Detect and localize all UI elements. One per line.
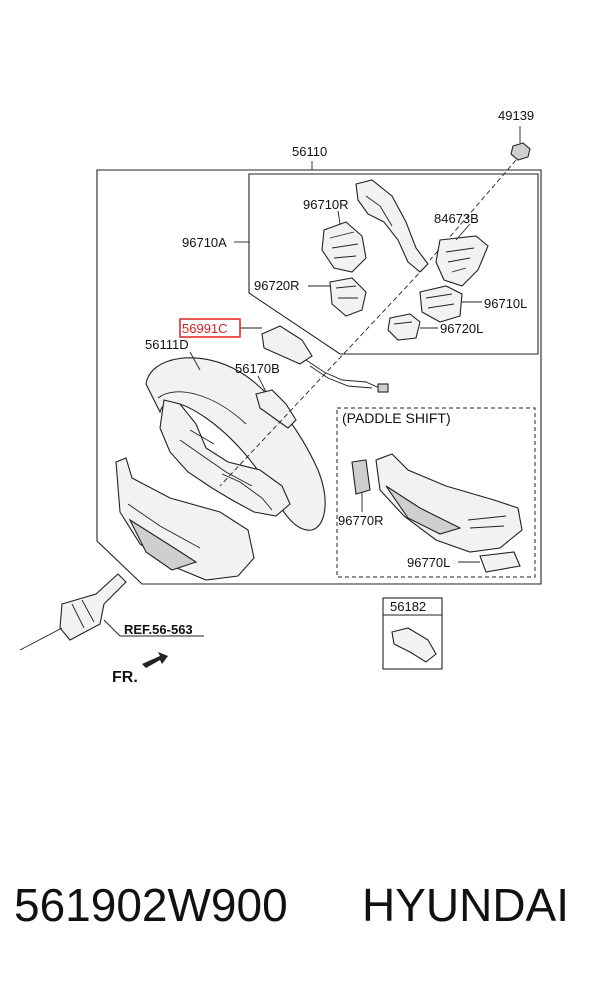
paddle-shift-frame (336, 407, 536, 578)
label-96720R: 96720R (254, 278, 300, 293)
assembly-frame (96, 169, 542, 585)
highlight-box-56991C (179, 318, 241, 338)
nut-49139 (429, 126, 531, 261)
part-number: 561902W900 (14, 879, 288, 931)
bracket-56170B (255, 375, 297, 429)
label-96710R: 96710R (303, 197, 349, 212)
switch-96720L (387, 313, 438, 341)
label-96770L: 96770L (407, 555, 450, 570)
label-49139: 49139 (498, 108, 534, 123)
paddle-shift-parts (351, 453, 523, 573)
label-56110: 56110 (292, 144, 327, 159)
switch-subframe (248, 173, 539, 355)
switch-96710R (321, 210, 367, 273)
switch-96710L (419, 285, 482, 323)
brand-name: HYUNDAI (362, 879, 570, 931)
label-96710L: 96710L (484, 296, 527, 311)
label-paddle-shift: (PADDLE SHIFT) (342, 410, 451, 426)
front-arrow-icon (142, 652, 168, 668)
label-56111D: 56111D (145, 337, 189, 352)
label-96710A: 96710A (182, 235, 227, 250)
label-fr: FR. (112, 669, 138, 686)
label-56991C: 56991C (182, 321, 228, 336)
part-56182-box (382, 597, 443, 670)
label-84673B: 84673B (434, 211, 479, 226)
label-ref: REF.56-563 (124, 622, 193, 637)
wiring-harness-56991C (240, 325, 389, 393)
label-56182: 56182 (390, 599, 426, 614)
switch-housing (355, 179, 489, 287)
switch-96720R (308, 277, 367, 317)
steering-wheel-56111D (145, 351, 326, 531)
clip-56182 (391, 627, 437, 663)
label-56170B: 56170B (235, 361, 280, 376)
label-96770R: 96770R (338, 513, 384, 528)
label-96720L: 96720L (440, 321, 483, 336)
steering-column (19, 573, 127, 651)
lower-cover (115, 457, 255, 581)
